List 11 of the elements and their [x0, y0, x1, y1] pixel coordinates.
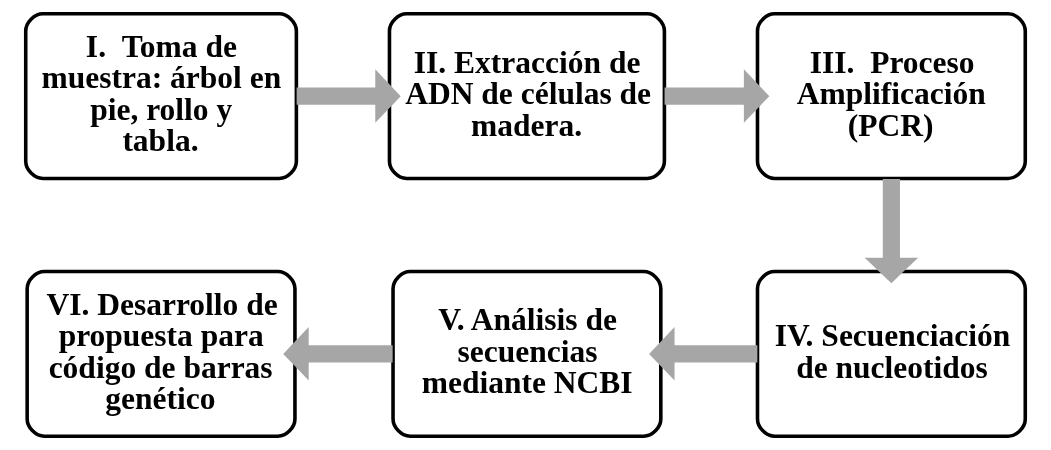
arrow — [296, 69, 401, 123]
node-box: IV. Secuenciación de nucleotidos — [755, 269, 1028, 438]
node-box: III. Proceso Amplificación (PCR) — [755, 12, 1028, 181]
arrow — [664, 69, 770, 123]
node-box: V. Análisis de secuencias mediante NCBI — [391, 269, 663, 438]
node-box: II. Extracción de ADN de células de madera. — [387, 12, 667, 181]
node-box: VI. Desarrollo de propuesta para código de barras genético — [25, 269, 297, 438]
arrow — [283, 327, 393, 381]
arrow — [864, 178, 919, 284]
node-box: I. Toma de muestra: árbol en pie, rollo y tabla. — [23, 12, 299, 181]
arrow — [649, 327, 758, 381]
